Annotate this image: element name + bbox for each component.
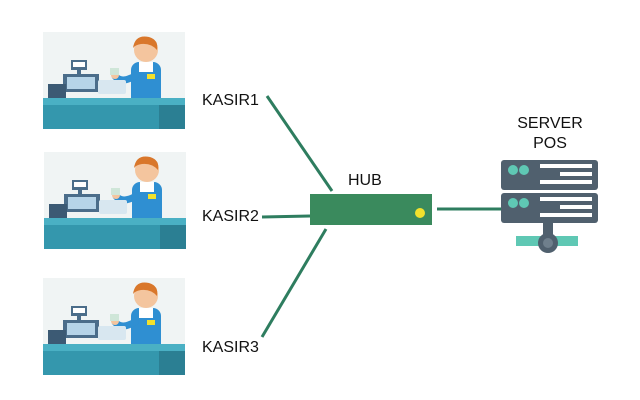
server-label-line2: POS <box>533 135 567 152</box>
link-kasir1-hub <box>265 95 334 192</box>
kasir1-label: KASIR1 <box>202 92 259 109</box>
cashier-icon <box>44 152 186 249</box>
kasir2-label: KASIR2 <box>202 208 259 225</box>
server-icon <box>501 160 598 253</box>
cashier-icon <box>43 32 185 129</box>
hub-icon <box>310 194 432 225</box>
server-label-line1: SERVER <box>517 115 583 132</box>
kasir3-label: KASIR3 <box>202 339 259 356</box>
link-kasir2-hub <box>261 214 311 219</box>
server-label: SERVER POS <box>510 114 590 154</box>
link-kasir3-hub <box>260 228 328 338</box>
cashier-icon <box>43 278 185 375</box>
hub-label: HUB <box>348 172 382 189</box>
